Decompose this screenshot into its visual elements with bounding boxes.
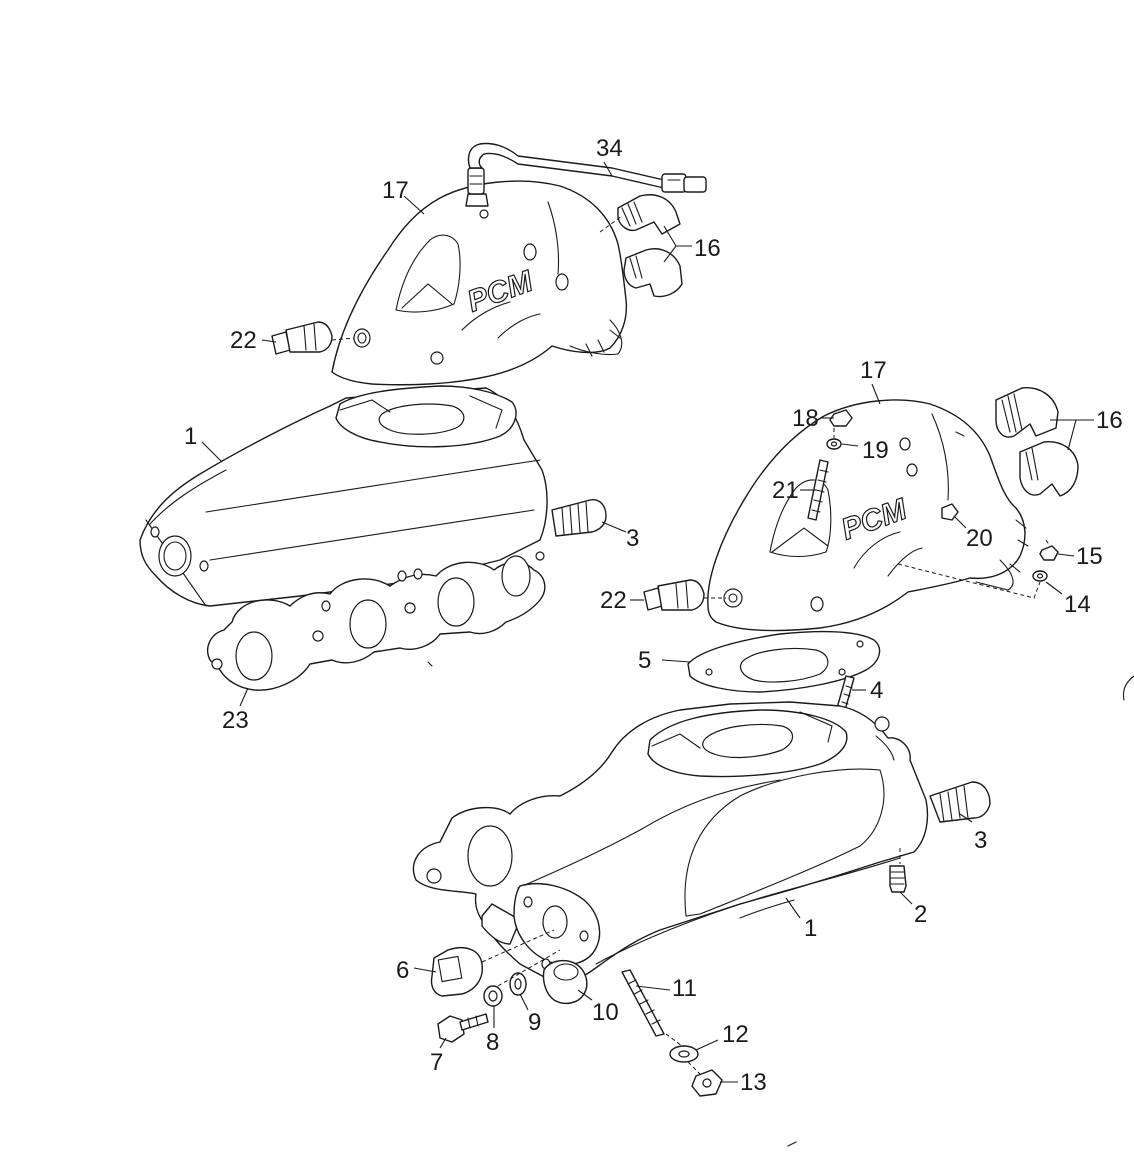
elbow-fittings-top	[617, 194, 683, 298]
callout-16-right: 16	[1096, 407, 1123, 434]
edge-fragment	[1122, 675, 1134, 701]
callout-2: 2	[914, 901, 927, 928]
callout-5: 5	[638, 647, 651, 674]
callout-18: 18	[792, 405, 819, 432]
callout-3-left: 3	[626, 525, 639, 552]
callout-22-top: 22	[230, 327, 257, 354]
o2-sensor-harness	[465, 142, 707, 207]
callout-11: 11	[672, 975, 697, 1002]
callout-12: 12	[722, 1021, 749, 1048]
callout-34: 34	[596, 135, 623, 162]
callout-1-bottom: 1	[804, 915, 817, 942]
callout-6: 6	[396, 957, 409, 984]
callout-22-right: 22	[600, 587, 627, 614]
elbow-top-left: PCM	[331, 180, 628, 386]
manifold-bottom	[412, 701, 929, 983]
hose-fitting-right	[929, 781, 991, 823]
callout-8: 8	[486, 1029, 499, 1056]
callout-14: 14	[1064, 591, 1091, 618]
callout-4: 4	[870, 677, 883, 704]
callout-15: 15	[1076, 543, 1103, 570]
callout-10: 10	[592, 999, 619, 1026]
callout-1-top: 1	[184, 423, 197, 450]
callout-17-right: 17	[860, 357, 887, 384]
hose-fitting-left	[551, 499, 607, 537]
callouts: 34 17 16 22 1 3 23 17 16 18 19 21 20 15 …	[184, 135, 1123, 1096]
callout-13: 13	[740, 1069, 767, 1096]
callout-20: 20	[966, 525, 993, 552]
elbow-right: PCM	[707, 399, 1029, 632]
callout-21: 21	[772, 477, 799, 504]
manifold-top-left	[139, 385, 548, 691]
temp-sensor-right	[643, 579, 705, 611]
bottom-fittings	[430, 946, 588, 1043]
elbow-hardware-right	[807, 409, 1059, 582]
leader-lines	[201, 161, 1094, 1083]
stray-mark	[787, 1141, 797, 1147]
callout-9: 9	[528, 1009, 541, 1036]
callout-3-right: 3	[974, 827, 987, 854]
callout-16-top: 16	[694, 235, 721, 262]
elbow-gasket	[687, 630, 881, 693]
elbow-fittings-right	[995, 387, 1079, 497]
drain-plug	[889, 865, 907, 893]
callout-19: 19	[862, 437, 889, 464]
temp-sensor-top	[271, 321, 333, 355]
manifold-bolt-set	[621, 969, 723, 1097]
assembly-dash-lines	[331, 215, 1051, 1077]
callout-7: 7	[430, 1049, 443, 1076]
callout-17-top: 17	[382, 177, 409, 204]
callout-23: 23	[222, 707, 249, 734]
